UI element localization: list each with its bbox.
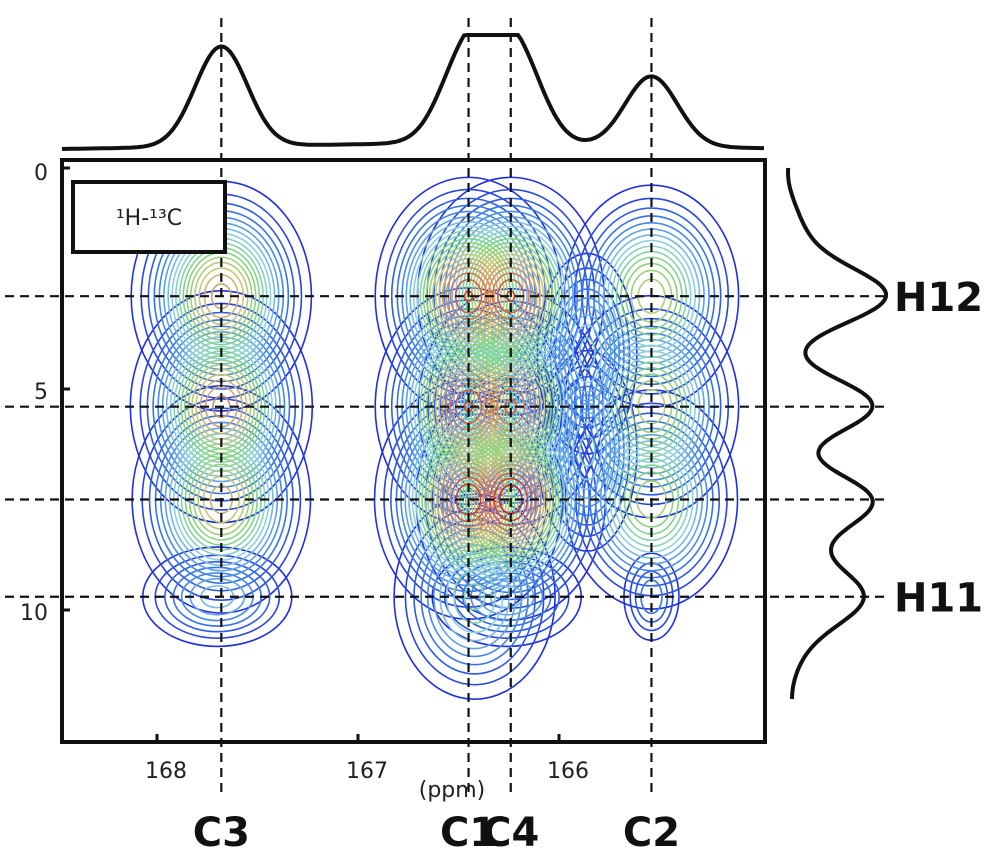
vertical-marker-label: C4 (482, 810, 539, 856)
x-tick-label: 168 (145, 759, 187, 784)
y-tick-label: 0 (34, 161, 48, 186)
contour-line (562, 402, 612, 499)
horizontal-marker-label: H12 (894, 275, 983, 321)
contour-line (572, 421, 603, 481)
contour-line (463, 583, 486, 611)
contour-line (578, 337, 596, 370)
vertical-marker-label: C1 (440, 810, 497, 856)
y-tick-label: 10 (20, 601, 48, 626)
contour-line (453, 569, 496, 624)
annotation-text: ¹H-¹³C (116, 206, 182, 231)
x-axis-label: (ppm) (419, 778, 486, 803)
plot-frame (60, 158, 767, 744)
x-tick-label: 166 (547, 759, 589, 784)
contour-line (567, 411, 608, 491)
vertical-marker-label: C3 (193, 810, 250, 856)
y-tick-label: 5 (34, 380, 48, 405)
contour-line (572, 324, 603, 384)
x-tick-label: 167 (346, 759, 388, 784)
top-projection-spectrum (61, 33, 764, 151)
contour-line (578, 434, 596, 468)
annotation-box (71, 180, 227, 254)
right-projection-spectrum (786, 167, 889, 700)
vertical-marker-label: C2 (623, 810, 680, 856)
axis-ticks: 168 167 166 0 5 10 (20, 161, 589, 784)
contour-line (562, 305, 612, 402)
horizontal-marker-label: H11 (894, 576, 983, 622)
contour-line (567, 314, 608, 393)
contour-line (558, 394, 616, 508)
contour-line (164, 560, 271, 633)
